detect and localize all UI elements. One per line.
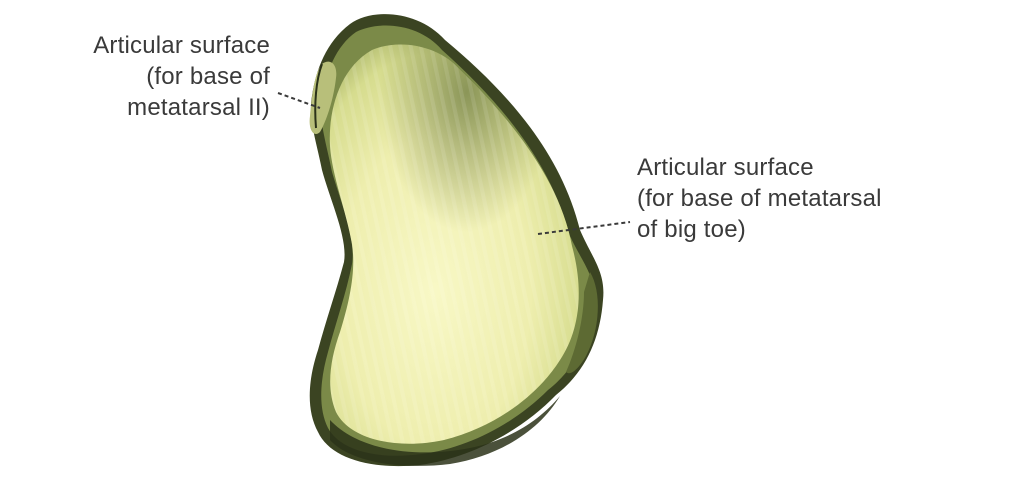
label-left-line-1: Articular surface <box>93 30 270 61</box>
label-right-line-1: Articular surface <box>637 152 882 183</box>
label-left-line-3: metatarsal II) <box>93 92 270 123</box>
label-big-toe-surface: Articular surface (for base of metatarsa… <box>637 152 882 245</box>
label-left-line-2: (for base of <box>93 61 270 92</box>
label-metatarsal-ii-surface: Articular surface (for base of metatarsa… <box>93 30 270 123</box>
label-right-line-3: of big toe) <box>637 214 882 245</box>
label-right-line-2: (for base of metatarsal <box>637 183 882 214</box>
